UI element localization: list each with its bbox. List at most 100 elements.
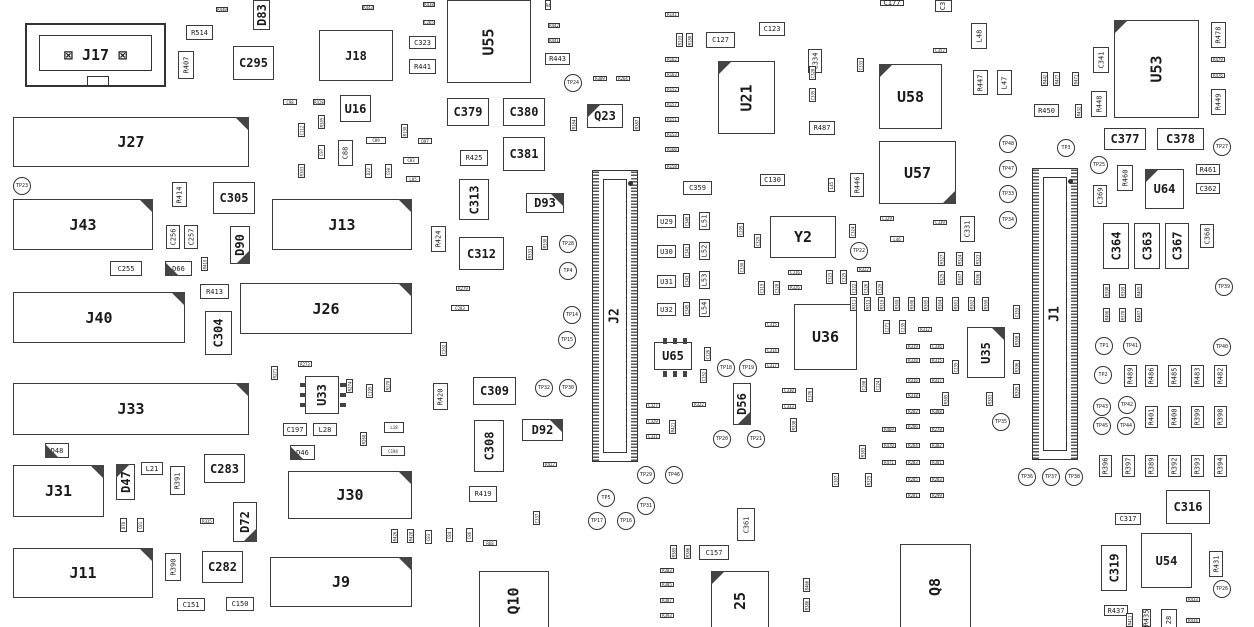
component-designator: R435 xyxy=(1142,609,1151,627)
testpoint-tp17: TP17 xyxy=(588,512,606,530)
connector-designator: J2 xyxy=(607,308,623,324)
component-designator: R442 xyxy=(1042,74,1048,84)
component-r318: R318 xyxy=(906,393,920,398)
pin1-marker xyxy=(587,104,601,118)
component-designator: R392 xyxy=(1170,457,1179,475)
component-r315: R315 xyxy=(930,358,944,363)
component-r399: R399 xyxy=(1119,284,1126,298)
component-designator: L18 xyxy=(390,425,398,430)
component-designator: C340 xyxy=(684,216,690,226)
testpoint-tp1: TP1 xyxy=(1095,337,1113,355)
component-designator: R271 xyxy=(272,368,278,378)
component-c90: C90 xyxy=(385,164,392,178)
component-designator: C271 xyxy=(884,322,890,332)
component-r151: R151 xyxy=(665,117,679,122)
component-c336: C336 xyxy=(930,344,944,349)
component-designator: R388 xyxy=(932,409,942,414)
component-r482: R482 xyxy=(1214,365,1227,387)
component-r401: R401 xyxy=(1145,406,1158,428)
component-r320: R320 xyxy=(906,358,920,363)
component-u65: U65 xyxy=(654,338,692,377)
component-c353: C353 xyxy=(1013,305,1020,319)
component-r308: R308 xyxy=(1013,333,1020,347)
component-r327: R327 xyxy=(938,252,945,266)
component-designator: C316 xyxy=(790,270,800,275)
component-designator: R286 xyxy=(908,424,918,429)
component-designator: C353 xyxy=(1014,307,1020,317)
testpoint-tp22: TP22 xyxy=(850,242,868,260)
component-designator: R448 xyxy=(1095,95,1104,113)
component-r399: R399 xyxy=(1191,406,1204,428)
component-r386: R386 xyxy=(803,598,810,612)
component-designator: R310 xyxy=(879,299,885,309)
component-c367: C367 xyxy=(1165,223,1189,269)
component-r285: R285 xyxy=(906,477,920,482)
component-designator: R407 xyxy=(1136,310,1142,320)
component-designator: R483 xyxy=(1193,367,1202,385)
component-r420: R420 xyxy=(433,383,448,410)
component-c368: C368 xyxy=(1200,224,1214,248)
pin1-marker xyxy=(398,471,412,485)
component-r316: R316 xyxy=(906,378,920,383)
component-c312: C312 xyxy=(459,237,504,270)
component-designator: R395 xyxy=(1014,386,1020,396)
component-designator: C364 xyxy=(1109,231,1123,261)
component-r396: R396 xyxy=(1013,360,1020,374)
component-c295: C295 xyxy=(737,223,744,237)
component-c315: C315 xyxy=(765,322,779,327)
pin1-marker xyxy=(116,464,130,478)
component-r158: R158 xyxy=(665,164,679,169)
component-designator: R330 xyxy=(542,238,548,248)
component-designator: R264 xyxy=(618,76,628,81)
component-c331: C331 xyxy=(646,434,660,439)
component-c83: C83 xyxy=(425,530,432,544)
component-designator: R68 xyxy=(486,540,494,546)
component-j30: J30 xyxy=(288,471,412,519)
component-r385: R385 xyxy=(660,582,674,587)
component-designator: R471 xyxy=(1073,74,1079,84)
component-c317: C317 xyxy=(765,363,779,368)
testpoint-tp47: TP47 xyxy=(999,160,1017,178)
component-designator: R153 xyxy=(667,132,677,137)
component-c152: C152 xyxy=(700,369,707,383)
component-c369: C369 xyxy=(1093,185,1107,207)
component-c305: C305 xyxy=(213,182,255,214)
component-r471: R471 xyxy=(882,460,896,465)
component-designator: R300 xyxy=(983,299,989,309)
component-r477: R477 xyxy=(1053,72,1060,86)
component-r283: R283 xyxy=(930,477,944,482)
component-designator: R268 xyxy=(361,434,367,444)
component-r310: R310 xyxy=(878,297,885,311)
component-r489: R489 xyxy=(1124,365,1137,387)
component-designator: L28 xyxy=(318,425,332,434)
component-designator: C345 xyxy=(684,304,690,314)
pin1-marker xyxy=(398,283,412,297)
component-r184: R184 xyxy=(570,117,577,131)
component-designator: R306 xyxy=(975,273,981,283)
component-designator: R478 xyxy=(1214,26,1223,44)
component-c309: C309 xyxy=(473,377,516,405)
component-designator: R313 xyxy=(865,299,871,309)
component-designator: L47 xyxy=(1000,76,1009,89)
component-designator: R335 xyxy=(202,518,212,524)
component-r419: R419 xyxy=(469,486,497,502)
component-r311: R311 xyxy=(850,297,857,311)
component-r391: R391 xyxy=(170,466,185,495)
component-l28: L28 xyxy=(313,423,337,436)
component-designator: C308 xyxy=(482,431,496,461)
component-c333: C333 xyxy=(857,58,864,72)
component-designator: J43 xyxy=(69,215,97,234)
component-designator: R401 xyxy=(1147,408,1156,426)
component-designator: R393 xyxy=(1193,457,1202,475)
component-c81: C81 xyxy=(137,518,144,532)
component-d83: D83 xyxy=(253,0,270,30)
component-c324: C324 xyxy=(849,224,856,238)
testpoint-tp45: TP45 xyxy=(1093,417,1111,435)
component-designator: R383 xyxy=(860,447,866,457)
component-designator: C329 xyxy=(882,216,892,221)
component-r426: R426 xyxy=(391,529,398,543)
component-designator: R283 xyxy=(908,460,918,465)
component-designator: R426 xyxy=(392,531,398,541)
component-designator: U64 xyxy=(1153,182,1176,196)
component-c316: C316 xyxy=(1166,490,1210,524)
